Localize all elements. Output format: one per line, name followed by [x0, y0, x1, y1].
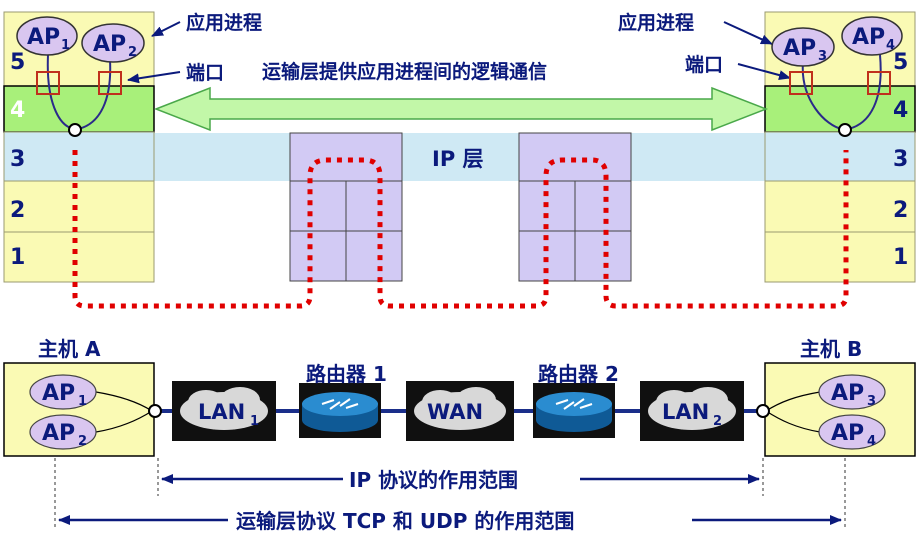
host-a-layer-1 [3, 231, 155, 283]
svg-text:2: 2 [128, 45, 137, 60]
svg-text:AP: AP [831, 381, 864, 406]
router-1-label: 路由器 1 [306, 362, 387, 386]
svg-text:AP: AP [27, 25, 60, 50]
ap-bubble: AP 2 [81, 23, 145, 63]
ap-bubble: AP 4 [841, 16, 903, 56]
logical-communication-arrow [153, 86, 769, 132]
svg-text:1: 1 [78, 394, 87, 409]
pointer-arrow [127, 71, 181, 84]
svg-text:4: 4 [886, 38, 895, 53]
host-a-layer-number: 2 [10, 198, 25, 223]
port-square [789, 71, 813, 95]
svg-text:AP: AP [852, 25, 885, 50]
socket-point [68, 123, 82, 137]
app-process-label-right: 应用进程 [618, 11, 694, 34]
host-a-layer-number: 4 [10, 98, 25, 123]
host-b-layer-number: 3 [893, 147, 908, 172]
svg-text:2: 2 [78, 434, 87, 449]
host-b-layer-number: 1 [893, 245, 908, 270]
svg-text:2: 2 [713, 414, 722, 429]
pointer-arrow [737, 63, 791, 80]
app-process-label-left: 应用进程 [186, 11, 262, 34]
svg-text:AP: AP [42, 381, 75, 406]
router-2-stack [518, 132, 632, 282]
ap-to-socket-line [801, 61, 843, 130]
svg-text:LAN: LAN [662, 400, 709, 424]
host-b-layer-1 [764, 231, 916, 283]
ap-to-interface-line [95, 410, 153, 433]
transport-scope-label: 运输层协议 TCP 和 UDP 的作用范围 [236, 509, 574, 533]
router-2-label: 路由器 2 [538, 362, 619, 386]
host-b-interface [756, 404, 770, 418]
data-path-dotted [72, 150, 849, 309]
ap-to-socket-line [847, 54, 882, 130]
ap-bubble: AP 2 [29, 414, 97, 450]
svg-text:WAN: WAN [427, 400, 483, 424]
wan-network: WAN [406, 381, 514, 441]
ap-bubble: AP 3 [818, 374, 886, 410]
port-label-right: 端口 [685, 53, 723, 76]
svg-text:1: 1 [250, 414, 259, 429]
pointer-arrow [151, 21, 181, 37]
host-a-title: 主机 A [38, 337, 101, 361]
host-a-layer-3 [3, 131, 155, 182]
port-square [867, 71, 891, 95]
host-a-layer-2 [3, 180, 155, 233]
port-label-left: 端口 [186, 61, 224, 84]
router-1-icon: 路由器 1 [299, 362, 387, 438]
svg-text:4: 4 [867, 434, 876, 449]
lan-2-network: LAN 2 [640, 381, 744, 441]
host-b-layer-number: 4 [893, 98, 908, 123]
ap-bubble: AP 4 [818, 414, 886, 450]
svg-text:LAN: LAN [198, 400, 245, 424]
host-b-layer-number: 2 [893, 198, 908, 223]
svg-text:1: 1 [61, 38, 70, 53]
host-a-interface [148, 404, 162, 418]
ap-bubble: AP 3 [771, 27, 835, 67]
svg-text:AP: AP [783, 36, 816, 61]
ap-bubble: AP 1 [16, 16, 78, 56]
host-b-title: 主机 B [800, 337, 862, 361]
svg-text:AP: AP [831, 421, 864, 446]
ap-bubble: AP 1 [29, 374, 97, 410]
lan-1-network: LAN 1 [172, 381, 276, 441]
host-a-layer-number: 1 [10, 245, 25, 270]
router-2-icon: 路由器 2 [533, 362, 619, 438]
svg-text:AP: AP [93, 32, 126, 57]
ip-layer-label: IP 层 [432, 147, 484, 171]
svg-text:3: 3 [818, 49, 827, 64]
transport-logical-label: 运输层提供应用进程间的逻辑通信 [262, 60, 547, 83]
ip-scope-label: IP 协议的作用范围 [349, 468, 518, 492]
host-a-layer-number: 5 [10, 50, 25, 75]
pointer-arrow [723, 21, 773, 45]
socket-point [838, 123, 852, 137]
host-a-layer-number: 3 [10, 147, 25, 172]
host-b-layer-2 [764, 180, 916, 233]
ip-layer-band [150, 133, 770, 181]
svg-text:3: 3 [867, 394, 876, 409]
host-b-layer-number: 5 [893, 50, 908, 75]
port-square [36, 71, 60, 95]
svg-text:AP: AP [42, 421, 75, 446]
port-square [98, 71, 122, 95]
router-1-stack [289, 132, 403, 282]
